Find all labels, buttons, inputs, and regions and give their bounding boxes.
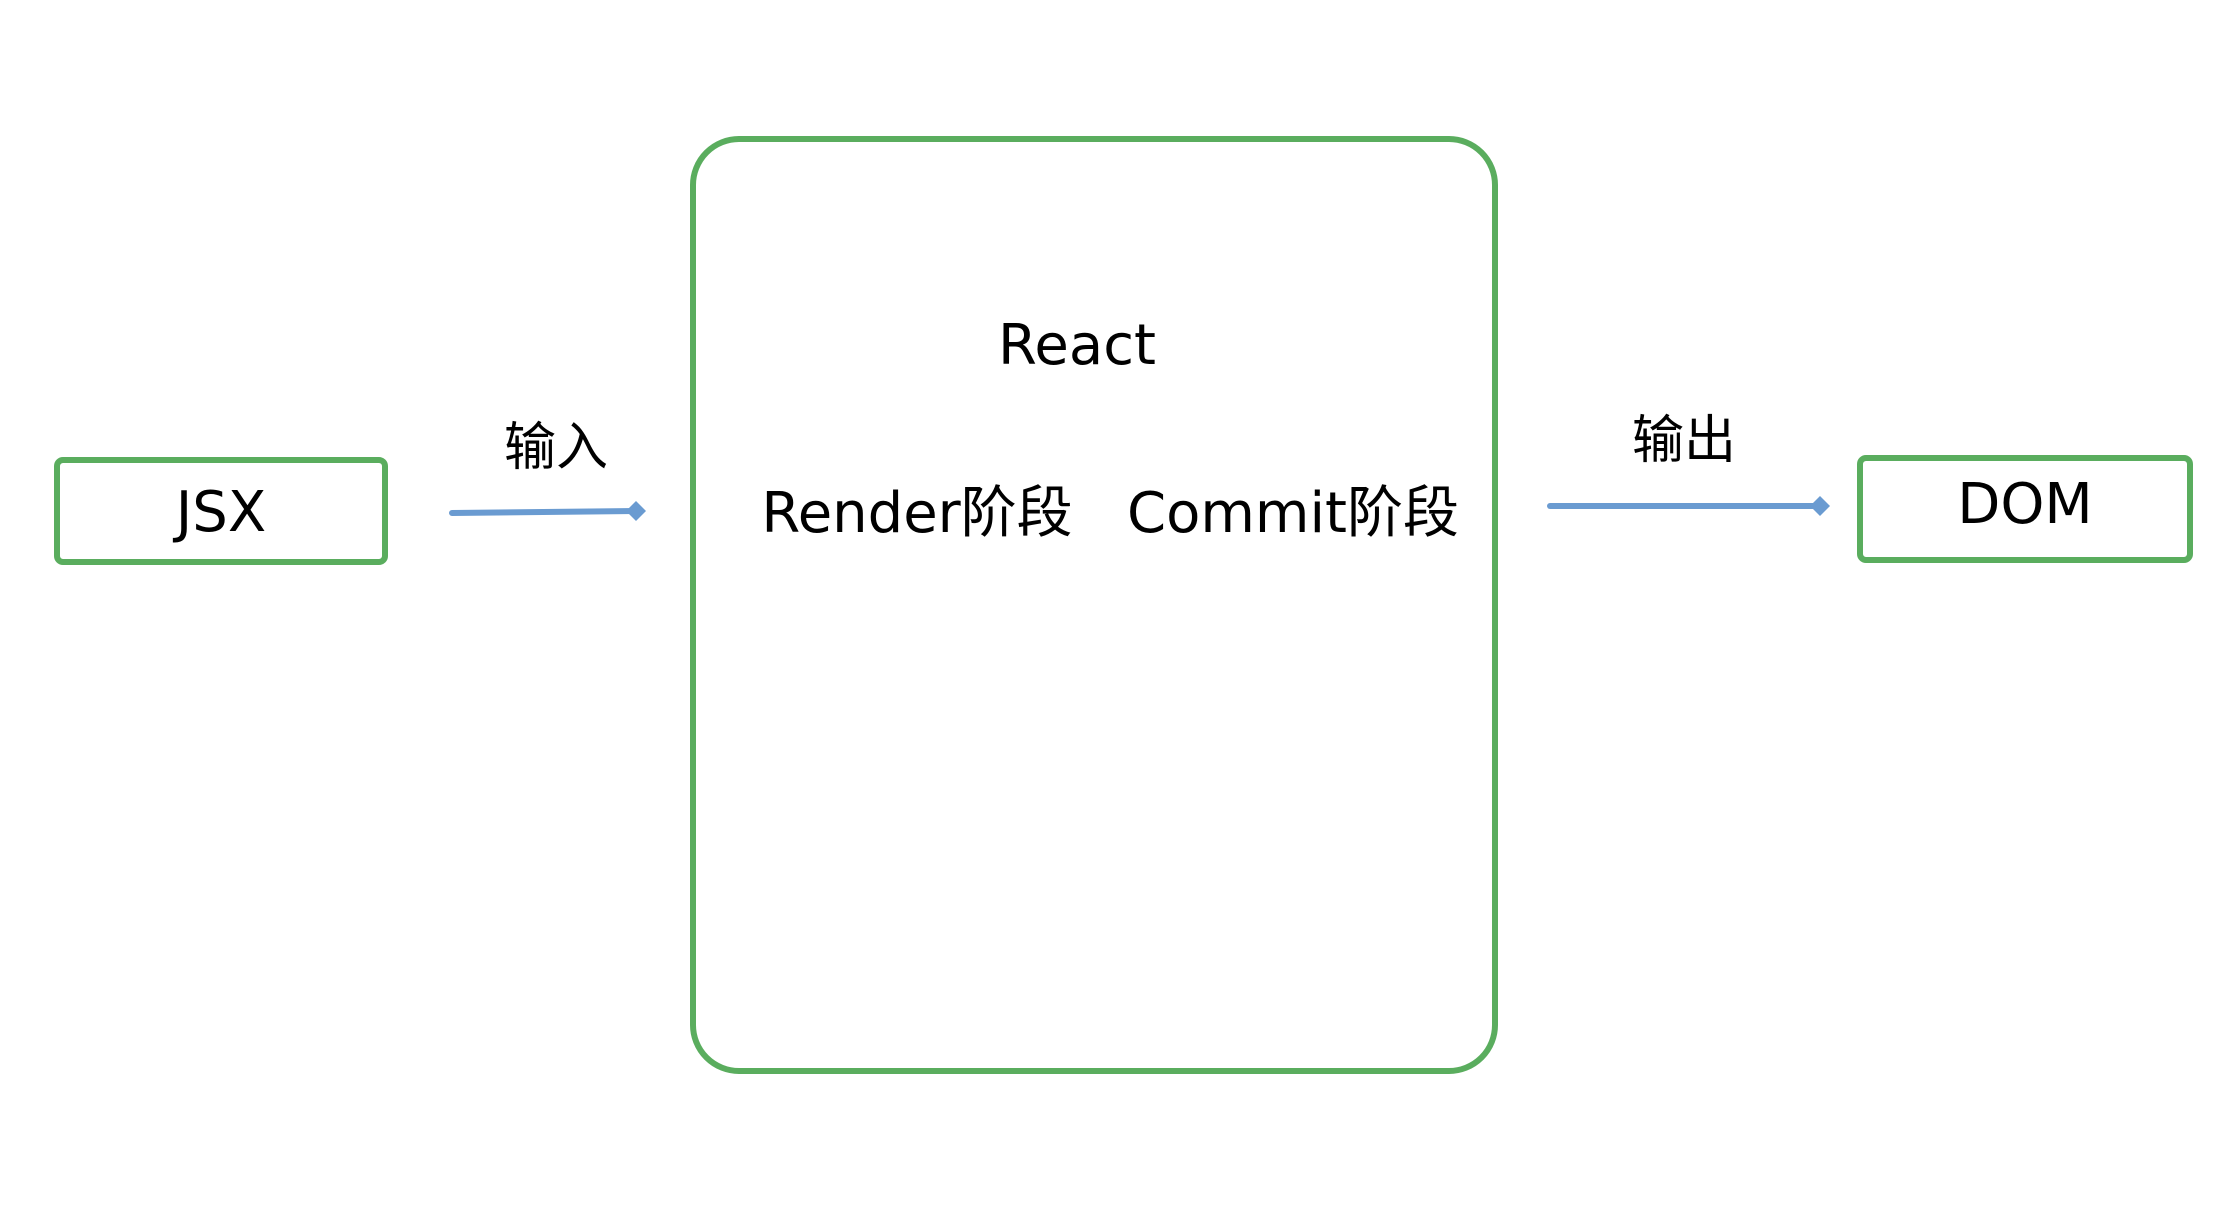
jsx-label: JSX [173,480,266,545]
react-node: React Render阶段 Commit阶段 [690,136,1498,1074]
input-edge: 输入 [449,418,646,521]
jsx-box [54,457,388,565]
input-arrowhead [626,501,646,521]
output-edge-label: 输出 [1632,411,1736,471]
render-phase-label: Render阶段 [761,481,1072,546]
react-box [690,136,1498,1074]
jsx-node: JSX [54,457,388,565]
dom-label: DOM [1957,472,2093,537]
dom-box [1857,455,2193,563]
react-title: React [998,313,1156,378]
output-arrowhead [1810,496,1830,516]
input-edge-label: 输入 [504,418,608,478]
commit-phase-label: Commit阶段 [1127,481,1459,546]
dom-node: DOM [1857,455,2193,563]
input-arrow-line [449,508,641,516]
output-edge: 输出 [1547,411,1830,516]
